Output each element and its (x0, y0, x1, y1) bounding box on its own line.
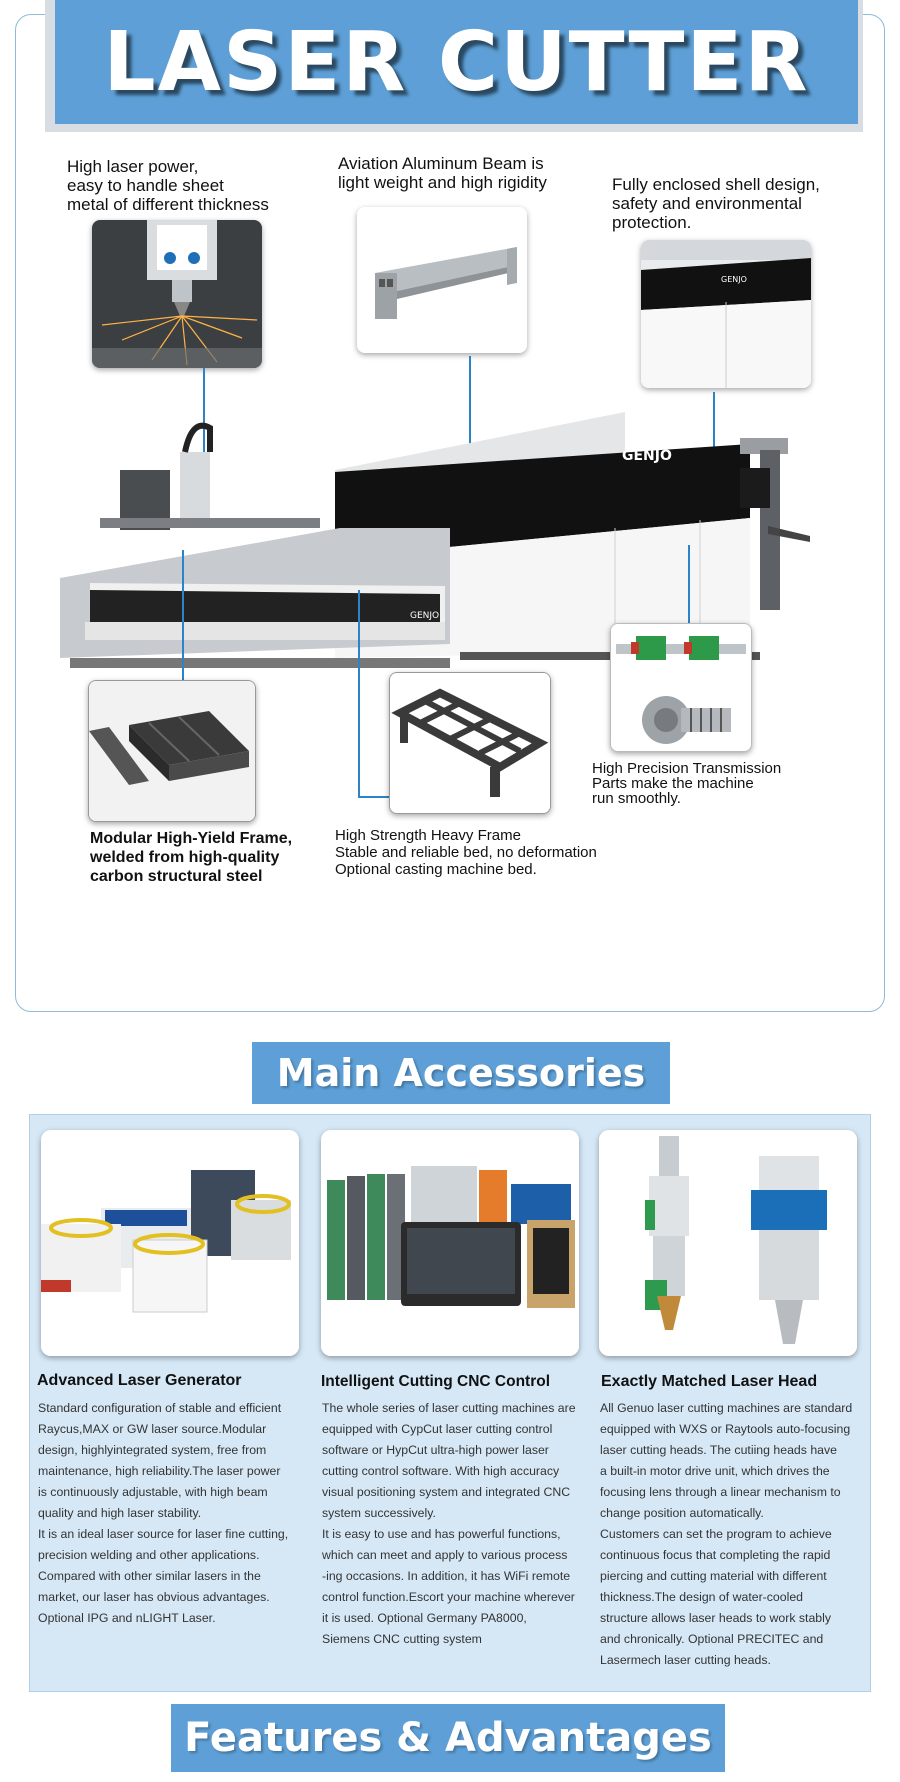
aluminum-beam-image (357, 207, 527, 353)
main-accessories-banner: Main Accessories (252, 1042, 670, 1104)
body-line: Raycus,MAX or GW laser source.Modular (38, 1422, 267, 1436)
body-line: and chronically. Optional PRECITEC and (600, 1632, 824, 1646)
callout-connector (688, 545, 690, 623)
body-line: It is easy to use and has powerful funct… (322, 1527, 561, 1541)
callout-connector (203, 368, 205, 460)
laser-head-sparks-image (92, 220, 262, 368)
body-line: Compared with other similar lasers in th… (38, 1569, 261, 1583)
accessory-body-head: All Genuo laser cutting machines are sta… (600, 1398, 866, 1671)
accessory-body-cnc: The whole series of laser cutting machin… (322, 1398, 588, 1650)
transmission-parts-image (610, 623, 752, 752)
machine-brand-label: GENJO (622, 448, 672, 464)
body-line: is continuously adjustable, with high be… (38, 1485, 268, 1499)
title-banner: LASER CUTTER (55, 0, 858, 124)
callout-frame: Modular High-Yield Frame, welded from hi… (90, 829, 292, 886)
callout-line: welded from high-quality (90, 849, 280, 866)
enclosed-shell-image: GENJO (641, 240, 811, 388)
body-line: quality and high laser stability. (38, 1506, 202, 1520)
callout-line: safety and environmental (612, 194, 802, 213)
callout-line: Aviation Aluminum Beam is (338, 154, 544, 173)
callout-connector (182, 550, 184, 680)
callout-line: easy to handle sheet (67, 176, 224, 195)
callout-line: High Precision Transmission (592, 760, 782, 777)
callout-laser-power: High laser power, easy to handle sheet m… (67, 157, 269, 214)
body-line: equipped with WXS or Raytools auto-focus… (600, 1422, 851, 1436)
callout-beam: Aviation Aluminum Beam is light weight a… (338, 154, 547, 192)
callout-line: Parts make the machine (592, 775, 754, 792)
body-line: laser cutting heads. The cutiing heads h… (600, 1443, 837, 1457)
section-heading: Features & Advantages (184, 1715, 712, 1761)
accessory-title-cnc: Intelligent Cutting CNC Control (321, 1373, 551, 1390)
body-line: thickness.The design of water-cooled (600, 1590, 804, 1604)
callout-shell: Fully enclosed shell design, safety and … (612, 175, 820, 232)
body-line: It is an ideal laser source for laser fi… (38, 1527, 289, 1541)
body-line: continuous focus that completing the rap… (600, 1548, 831, 1562)
callout-line: carbon structural steel (90, 868, 263, 885)
body-line: piercing and cutting material with diffe… (600, 1569, 827, 1583)
heavy-frame-bed-image (389, 672, 551, 814)
callout-line: metal of different thickness (67, 195, 269, 214)
callout-bed: High Strength Heavy Frame Stable and rel… (335, 827, 597, 878)
page-title: LASER CUTTER (103, 14, 810, 110)
section-heading: Main Accessories (276, 1051, 646, 1095)
body-line: control function.Escort your machine whe… (322, 1590, 575, 1604)
body-line: a built-in motor drive unit, which drive… (600, 1464, 830, 1478)
body-line: maintenance, high reliability.The laser … (38, 1464, 281, 1478)
body-line: which can meet and apply to various proc… (322, 1548, 568, 1562)
callout-connector (713, 392, 715, 492)
callout-line: Fully enclosed shell design, (612, 175, 820, 194)
callout-connector (358, 796, 390, 798)
callout-line: light weight and high rigidity (338, 173, 547, 192)
body-line: market, our laser has obvious advantages… (38, 1590, 270, 1604)
body-line: precision welding and other applications… (38, 1548, 260, 1562)
callout-connector (469, 356, 471, 448)
callout-line: High Strength Heavy Frame (335, 827, 521, 844)
machine-brand-label: GENJO (410, 611, 439, 621)
callout-line: High laser power, (67, 157, 199, 176)
callout-transmission: High Precision Transmission Parts make t… (592, 761, 781, 806)
body-line: change position automatically. (600, 1506, 764, 1520)
body-line: visual positioning system and integrated… (322, 1485, 571, 1499)
body-line: The whole series of laser cutting machin… (322, 1401, 576, 1415)
laser-head-image (599, 1130, 857, 1356)
body-line: -ing occasions. In addition, it has WiFi… (322, 1569, 571, 1583)
body-line: design, highlyintegrated system, free fr… (38, 1443, 267, 1457)
body-line: system successively. (322, 1506, 436, 1520)
body-line: All Genuo laser cutting machines are sta… (600, 1401, 853, 1415)
body-line: structure allows laser heads to work sta… (600, 1611, 832, 1625)
body-line: it is used. Optional Germany PA8000, (322, 1611, 527, 1625)
accessory-title-head: Exactly Matched Laser Head (601, 1373, 818, 1390)
accessory-body-generator: Standard configuration of stable and eff… (38, 1398, 300, 1629)
callout-connector (358, 590, 360, 796)
body-line: Customers can set the program to achieve (600, 1527, 832, 1541)
body-line: cutting control software. With high accu… (322, 1464, 560, 1478)
callout-line: protection. (612, 213, 692, 232)
body-line: Optional IPG and nLIGHT Laser. (38, 1611, 216, 1625)
svg-text:GENJO: GENJO (721, 275, 747, 284)
laser-generator-image (41, 1130, 299, 1356)
cnc-control-image (321, 1130, 579, 1356)
body-line: focusing lens through a linear mechanism… (600, 1485, 841, 1499)
callout-line: Modular High-Yield Frame, (90, 830, 293, 847)
body-line: Standard configuration of stable and eff… (38, 1401, 282, 1415)
accessory-title-generator: Advanced Laser Generator (37, 1372, 242, 1389)
callout-line: run smoothly. (592, 790, 681, 807)
body-line: equipped with CypCut laser cutting contr… (322, 1422, 553, 1436)
body-line: Lasermech laser cutting heads. (600, 1653, 771, 1667)
body-line: Siemens CNC cutting system (322, 1632, 482, 1646)
features-advantages-banner: Features & Advantages (171, 1704, 725, 1772)
callout-line: Stable and reliable bed, no deformation (335, 844, 597, 861)
modular-frame-image (88, 680, 256, 822)
body-line: software or HypCut ultra-high power lase… (322, 1443, 549, 1457)
callout-line: Optional casting machine bed. (335, 861, 537, 878)
